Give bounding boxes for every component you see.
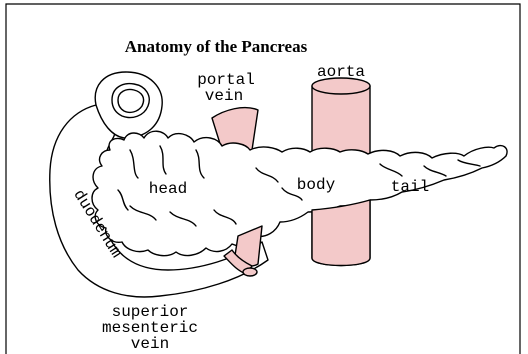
label-smv-3: vein xyxy=(131,335,169,353)
label-head: head xyxy=(149,180,187,198)
label-aorta: aorta xyxy=(317,63,365,81)
smv-cut-end xyxy=(243,268,257,276)
label-portal-vein-2: vein xyxy=(205,87,243,105)
figure-title: Anatomy of the Pancreas xyxy=(125,37,308,56)
label-body: body xyxy=(297,176,336,194)
label-tail: tail xyxy=(391,178,429,196)
aorta-lower-visible xyxy=(312,200,370,266)
